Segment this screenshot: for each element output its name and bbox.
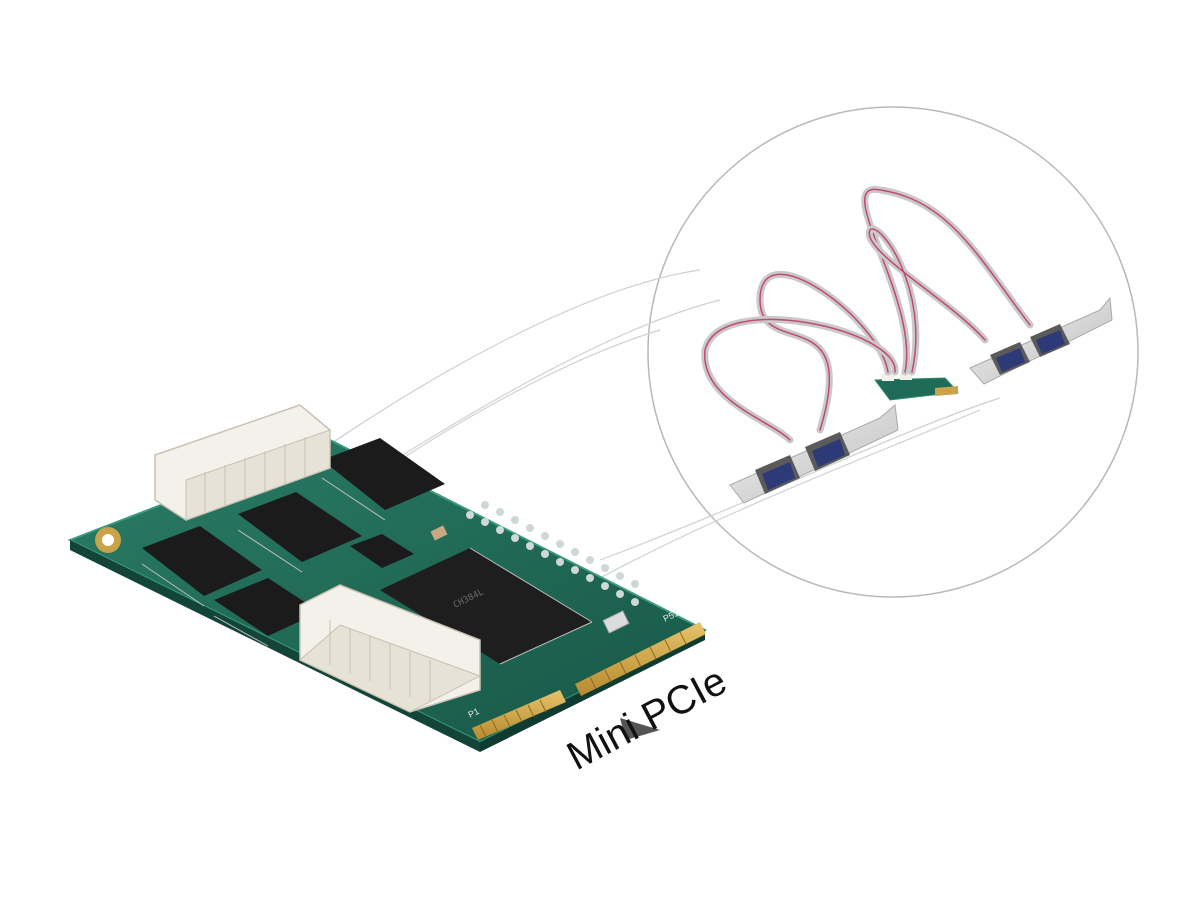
arrow-marker — [620, 718, 660, 740]
slot-bracket-right — [969, 296, 1113, 385]
db9-connector-4 — [1030, 324, 1070, 357]
bubble-contents — [701, 186, 1113, 504]
crystal-oscillator — [602, 610, 630, 634]
ic-chip-main — [380, 548, 592, 664]
pin-header-connector-top — [154, 404, 331, 521]
db9-connector-2 — [805, 432, 850, 471]
mini-pcie-card: CH384L — [67, 404, 708, 752]
db9-connector-3 — [990, 342, 1030, 375]
ribbon-cables — [701, 186, 1034, 444]
db9-connector-1 — [755, 455, 800, 494]
ic-chip-2 — [238, 492, 362, 562]
slot-bracket-left — [729, 404, 899, 504]
ic-chip-4 — [214, 578, 320, 636]
zoom-bubble — [647, 106, 1139, 598]
ic-chip-3 — [142, 526, 262, 596]
solder-pad-grid — [466, 501, 639, 606]
ic-chips: CH384L — [142, 438, 592, 664]
ic-chip-small — [350, 534, 414, 568]
chip-pins — [141, 477, 593, 665]
gold-edge-contacts — [472, 622, 706, 740]
ic-chip-1 — [322, 438, 445, 510]
capacitor — [430, 525, 448, 541]
pin-header-connector-bottom — [299, 584, 482, 713]
pin-label-left: P1 — [466, 706, 480, 720]
bubble-mini-card — [874, 372, 960, 401]
